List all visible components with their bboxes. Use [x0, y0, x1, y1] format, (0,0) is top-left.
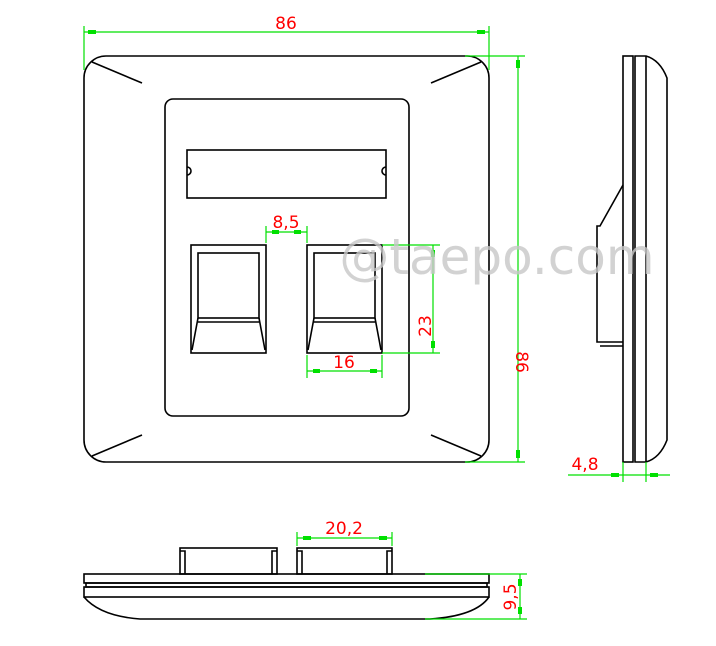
dimension-label: 86 [275, 14, 297, 34]
dimension-label: 16 [333, 353, 355, 373]
dimension-side-thickness: 4,8 [568, 455, 670, 482]
watermark: @taepo.com [339, 228, 654, 286]
dimension-jack-spacing: 8,5 [265, 213, 308, 243]
dimension-label: 20,2 [325, 519, 363, 539]
corner-marks [91, 61, 482, 457]
dimension-label: 86 [511, 351, 531, 373]
dimension-boss-width: 20,2 [296, 519, 393, 546]
front-view: 86 86 8,5 23 16 [83, 14, 531, 463]
dimension-jack-width: 16 [306, 353, 383, 378]
dimension-plate-height: 86 [465, 55, 531, 463]
bottom-view: 20,2 9,5 [83, 519, 527, 620]
inner-frame [164, 98, 410, 417]
dimension-label: 8,5 [272, 213, 299, 233]
dimension-total-depth: 9,5 [425, 573, 527, 620]
dimension-plate-width: 86 [83, 14, 490, 70]
label-slot-notches [186, 166, 387, 176]
dimension-label: 23 [416, 315, 436, 337]
dimension-label: 4,8 [571, 455, 598, 475]
jack-right [306, 244, 383, 354]
dimension-jack-height: 23 [382, 244, 440, 354]
label-slot [186, 149, 387, 199]
faceplate-outline [83, 55, 490, 463]
jack-left [190, 244, 267, 354]
side-view: 4,8 [568, 55, 670, 482]
dimension-label: 9,5 [501, 583, 521, 610]
